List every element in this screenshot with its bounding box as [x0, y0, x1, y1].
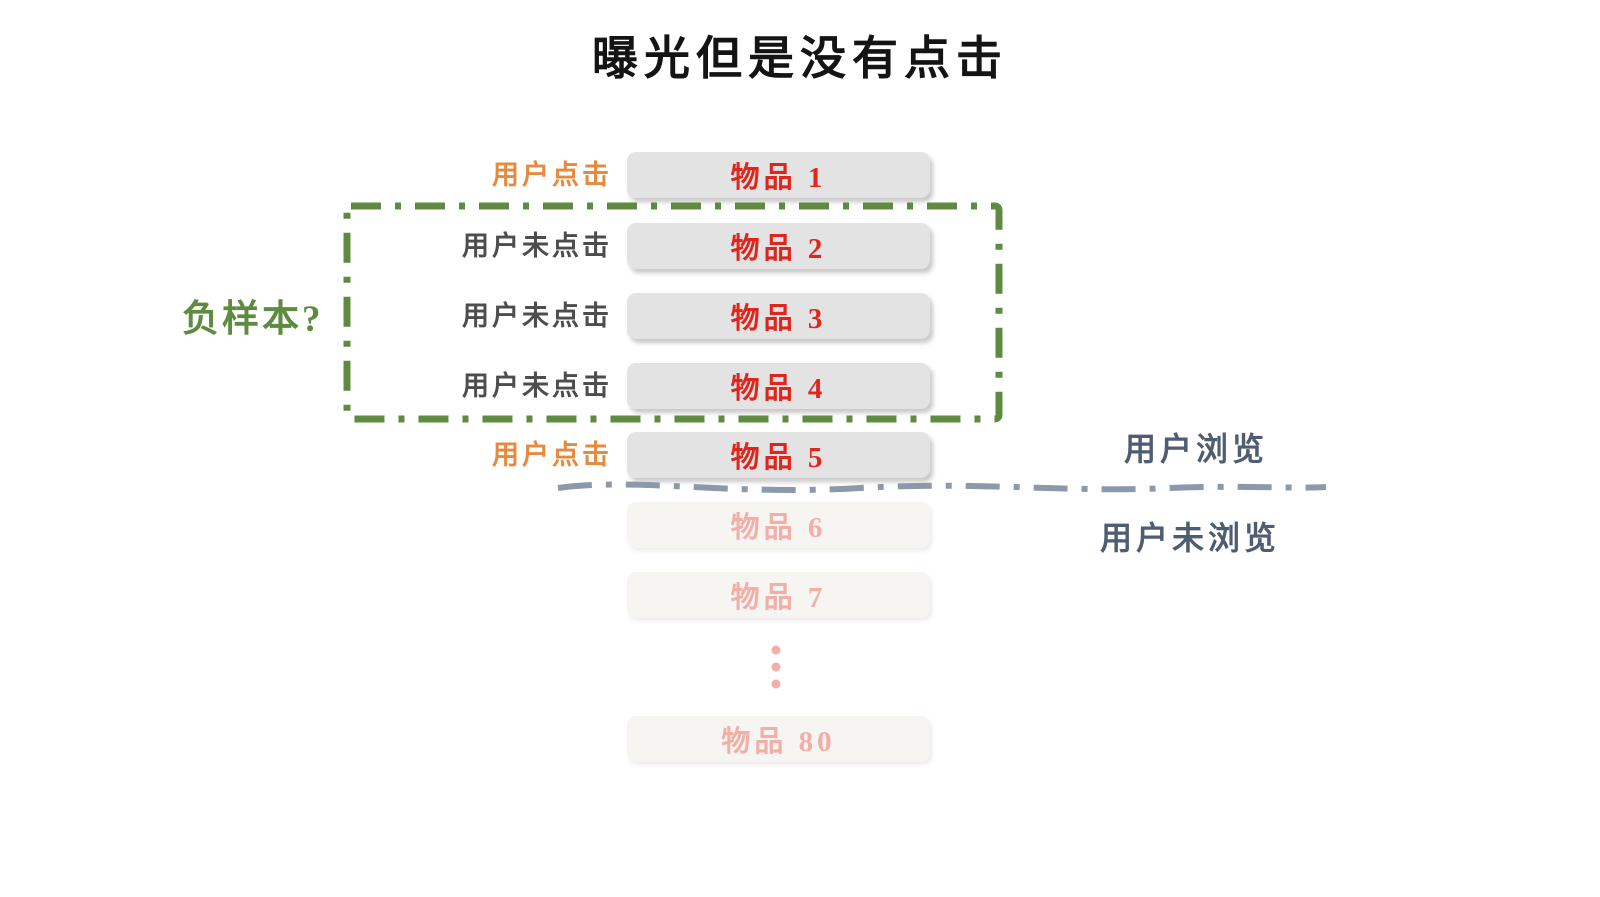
item-text-3: 物品 3: [730, 303, 827, 335]
item-text-2: 物品 2: [730, 233, 827, 265]
item-row-1: 用户点击 物品 1: [0, 152, 1600, 198]
item-text-7: 物品 7: [730, 582, 827, 614]
item-box-7: 物品 7: [627, 572, 930, 618]
item-box-1: 物品 1: [627, 152, 930, 198]
item-row-2: 用户未点击 物品 2: [0, 223, 1600, 269]
browse-divider-line: [557, 481, 1327, 494]
user-click-label: 用户点击: [492, 440, 612, 470]
item-row-4: 用户未点击 物品 4: [0, 363, 1600, 409]
item-box-2: 物品 2: [627, 223, 930, 269]
user-noclick-label: 用户未点击: [462, 231, 612, 261]
user-noclick-label: 用户未点击: [462, 371, 612, 401]
negative-sample-label: 负样本?: [182, 299, 324, 340]
user-click-label: 用户点击: [492, 160, 612, 190]
item-row-7: 物品 7: [0, 572, 1600, 618]
item-row-80: 物品 80: [0, 716, 1600, 762]
item-text-80: 物品 80: [721, 726, 836, 758]
item-box-6: 物品 6: [627, 502, 930, 548]
item-text-4: 物品 4: [730, 373, 827, 405]
item-box-5: 物品 5: [627, 432, 930, 478]
item-row-5: 用户点击 物品 5: [0, 432, 1600, 478]
item-box-3: 物品 3: [627, 293, 930, 339]
item-box-80: 物品 80: [627, 716, 930, 762]
item-box-4: 物品 4: [627, 363, 930, 409]
user-noclick-label: 用户未点击: [462, 301, 612, 331]
item-text-6: 物品 6: [730, 512, 827, 544]
item-text-5: 物品 5: [730, 442, 827, 474]
item-row-6: 物品 6: [0, 502, 1600, 548]
user-browsed-label: 用户浏览: [1124, 431, 1269, 467]
vertical-ellipsis-dots: [771, 645, 781, 689]
user-not-browsed-label: 用户未浏览: [1100, 520, 1281, 556]
page-title: 曝光但是没有点击: [592, 33, 1008, 84]
item-text-1: 物品 1: [730, 162, 827, 194]
